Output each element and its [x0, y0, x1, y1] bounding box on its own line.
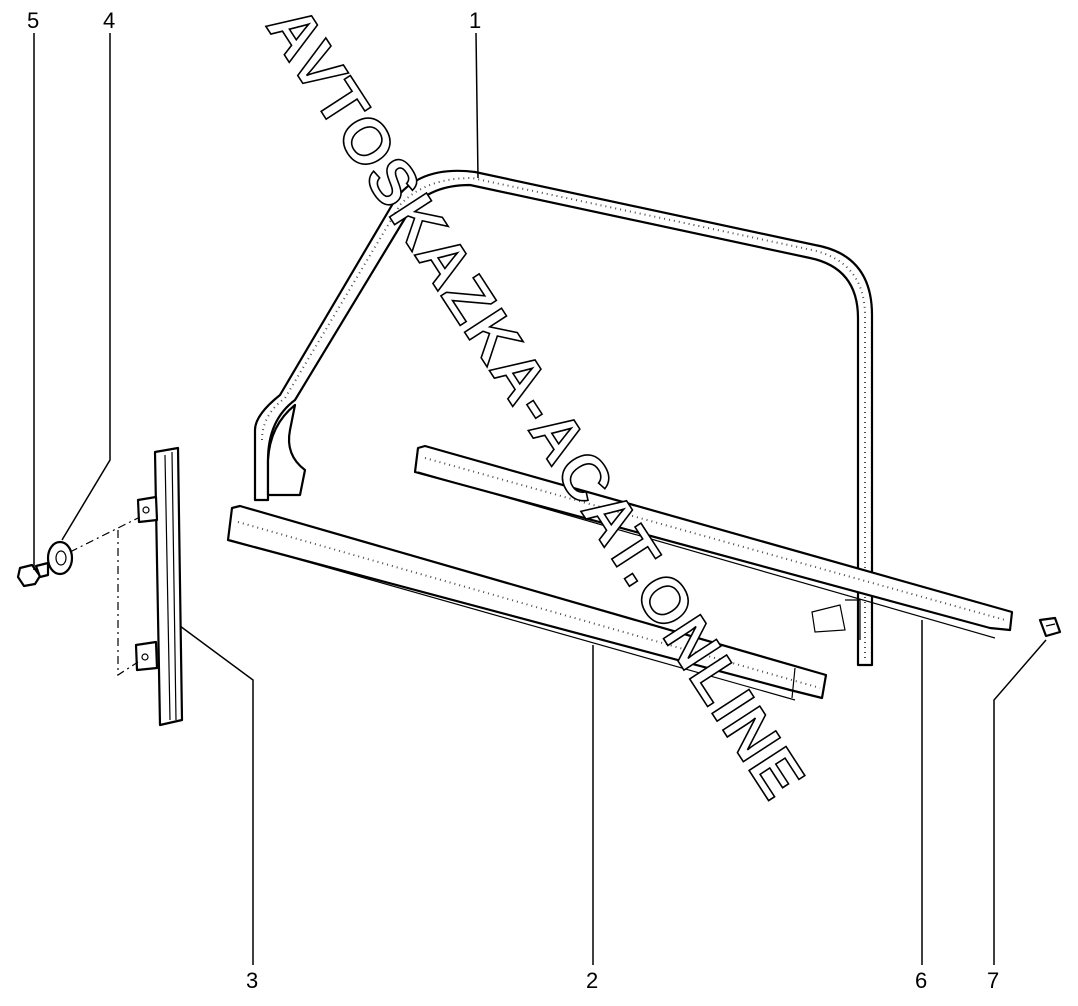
watermark: AVTOSKAZKA-ACAT.ONLINE [253, 0, 820, 812]
callout-labels: 1 2 3 4 5 6 7 [27, 8, 999, 993]
callout-5: 5 [27, 8, 39, 33]
callout-4: 4 [103, 8, 115, 33]
part-1-window-frame-seal [253, 169, 874, 667]
part-2-outer-belt-strip [226, 504, 828, 701]
leader-4 [61, 33, 111, 541]
leader-7 [993, 639, 1047, 965]
part-4-washer [46, 540, 74, 576]
part-3-glass-guide-channel [134, 446, 184, 727]
callout-2: 2 [586, 968, 598, 993]
callout-1: 1 [469, 8, 481, 33]
leader-1 [475, 32, 479, 179]
part-7-clip [1038, 616, 1062, 638]
assembly-lines [69, 517, 139, 677]
part-5-bolt [16, 561, 50, 588]
callout-3: 3 [246, 968, 258, 993]
leader-3 [179, 625, 254, 965]
part-6-inner-belt-strip [413, 444, 1014, 639]
callout-6: 6 [915, 968, 927, 993]
callout-7: 7 [987, 968, 999, 993]
leader-lines [33, 32, 1047, 965]
